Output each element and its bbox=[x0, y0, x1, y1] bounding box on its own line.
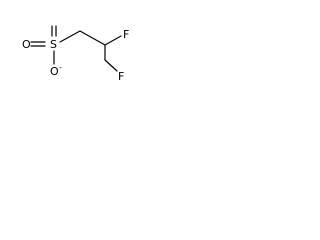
charge-oxygen-bottom: - bbox=[59, 63, 62, 72]
atom-oxygen-left: O bbox=[22, 38, 31, 51]
atom-oxygen-bottom: O bbox=[50, 65, 59, 78]
chemical-structure: O S O - F F bbox=[22, 25, 129, 83]
bond-c3-f-bottom bbox=[104, 59, 118, 72]
atom-fluorine-bottom: F bbox=[118, 70, 124, 83]
bond-c1-c2 bbox=[79, 30, 106, 46]
bond-s-c1 bbox=[59, 30, 81, 43]
atom-fluorine-top: F bbox=[123, 28, 129, 41]
bond-c3-f-top bbox=[104, 35, 122, 46]
atom-sulfur: S bbox=[50, 38, 57, 51]
